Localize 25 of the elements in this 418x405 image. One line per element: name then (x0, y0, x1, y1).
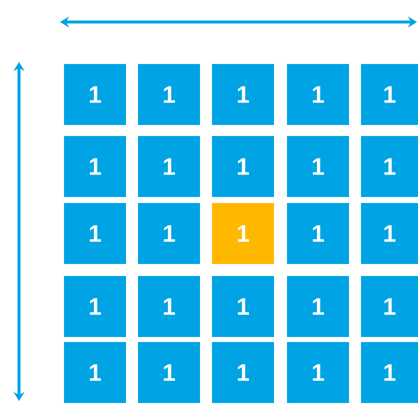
grid-cell: 1 (64, 203, 126, 264)
grid-cell: 1 (361, 276, 418, 337)
grid-cell: 1 (64, 276, 126, 337)
grid-cell: 1 (361, 203, 418, 264)
grid-cell: 1 (64, 342, 126, 403)
grid-cell: 1 (138, 203, 200, 264)
grid-cell: 1 (361, 342, 418, 403)
grid-cell: 1 (287, 64, 349, 125)
grid-cell: 1 (138, 276, 200, 337)
grid-cell: 1 (361, 136, 418, 197)
grid-cell: 1 (361, 64, 418, 125)
grid-cell: 1 (212, 276, 274, 337)
grid-cell: 1 (287, 342, 349, 403)
grid-cell: 1 (212, 136, 274, 197)
grid-cell: 1 (212, 342, 274, 403)
grid-cell: 1 (138, 64, 200, 125)
grid-cell: 1 (212, 203, 274, 264)
grid-cell: 1 (64, 136, 126, 197)
grid-cell: 1 (287, 136, 349, 197)
grid-cell: 1 (287, 276, 349, 337)
grid-cell: 1 (212, 64, 274, 125)
grid-cell: 1 (64, 64, 126, 125)
grid-cell: 1 (287, 203, 349, 264)
grid-cell: 1 (138, 342, 200, 403)
grid-cell: 1 (138, 136, 200, 197)
